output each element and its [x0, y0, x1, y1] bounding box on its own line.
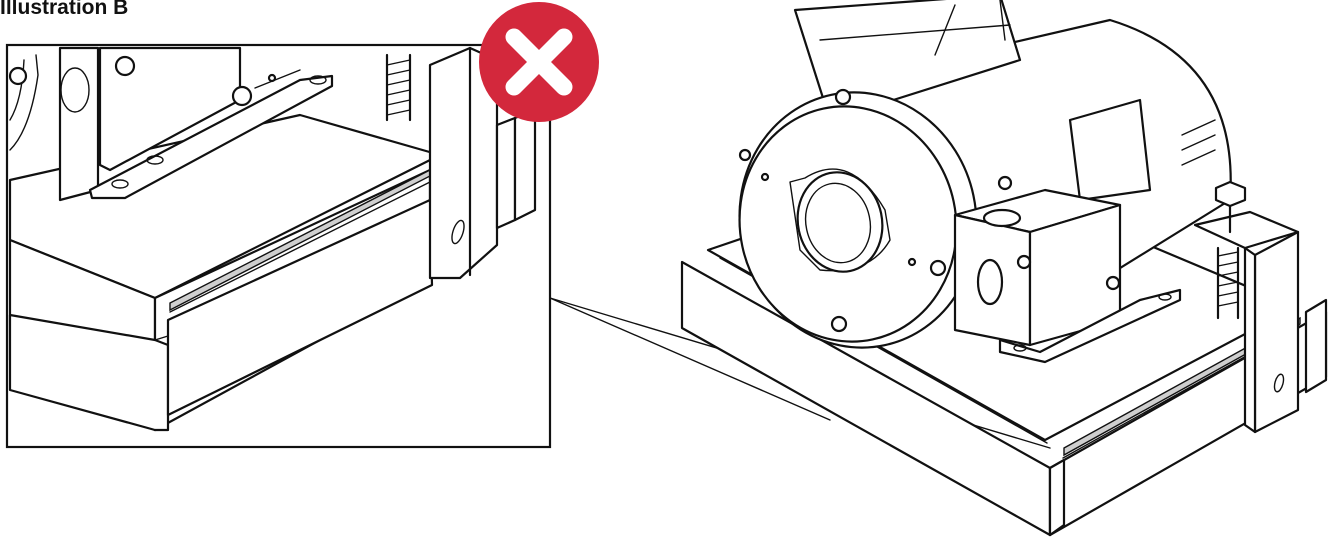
detail-inset [5, 43, 552, 449]
x-mark-icon [479, 2, 599, 122]
motor-end-bell [738, 88, 978, 349]
junction-box [953, 175, 1122, 347]
motor-body [793, 0, 1232, 332]
mounting-foot [998, 288, 1182, 364]
clamp-bracket [1193, 180, 1328, 434]
motor-assembly [680, 0, 1328, 537]
inset-threaded-rod [385, 53, 412, 122]
illustration-title: Illustration B [0, 0, 129, 19]
threaded-rod [1216, 246, 1240, 320]
